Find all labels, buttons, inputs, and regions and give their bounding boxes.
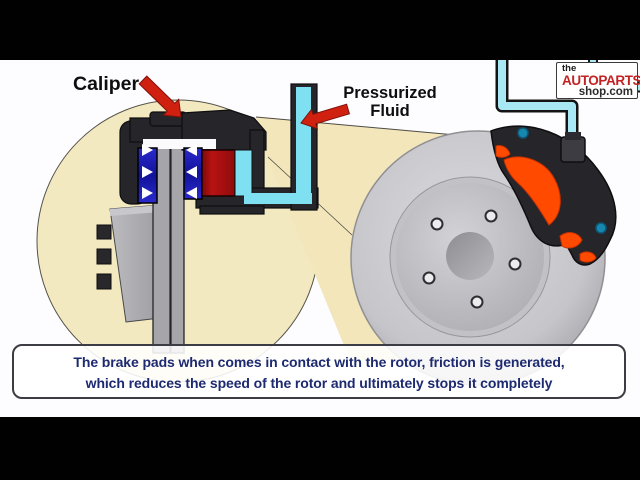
logo-line-shopcom: shop.com [578, 86, 633, 98]
caption-line-2: which reduces the speed of the rotor and… [85, 375, 553, 391]
rotor-brake-pad-orange [495, 145, 597, 263]
fluid-chamber [234, 149, 253, 197]
caliper-bolt-icon [517, 127, 529, 139]
logo-line-the: the [562, 63, 577, 74]
caliper-cross-section [96, 83, 319, 354]
caliper-arrow-icon [138, 75, 182, 118]
caliper-bolt-icon [595, 222, 607, 234]
letterbox-top [0, 0, 640, 60]
pipe-fitting [560, 136, 586, 163]
caption-box: The brake pads when comes in contact wit… [12, 344, 626, 399]
rotor-center-bore [446, 232, 494, 280]
fluid-conduit [244, 193, 312, 204]
pressurized-fluid-label-line2: Fluid [370, 101, 410, 120]
caliper-bracket-gap [143, 139, 216, 149]
caliper-label: Caliper [73, 73, 140, 95]
rotor-plates [152, 142, 185, 354]
wheel-hub [96, 204, 161, 323]
pressurized-fluid-label: Pressurized Fluid [336, 84, 444, 120]
lug-holes [422, 209, 522, 309]
pad-pressure-arrows-icon [142, 144, 197, 199]
pressurized-fluid-label-line1: Pressurized [343, 84, 437, 102]
diagram-area: g[data-name="lug-holes"] circle{r:5.5px;… [0, 60, 640, 417]
piston [201, 149, 236, 197]
brake-diagram: g[data-name="lug-holes"] circle{r:5.5px;… [36, 60, 640, 386]
fluid-pipe [296, 87, 311, 204]
logo-line-autoparts: AUTOPARTS [562, 73, 640, 88]
caption-line-1: The brake pads when comes in contact wit… [73, 354, 565, 370]
autoparts-shop-logo: the AUTOPARTS shop.com [556, 62, 640, 99]
fluid-arrow-icon [300, 103, 351, 130]
rotor-disc: g[data-name="lug-holes"] circle{r:5.5px;… [350, 130, 606, 386]
letterbox-bottom [0, 417, 640, 480]
